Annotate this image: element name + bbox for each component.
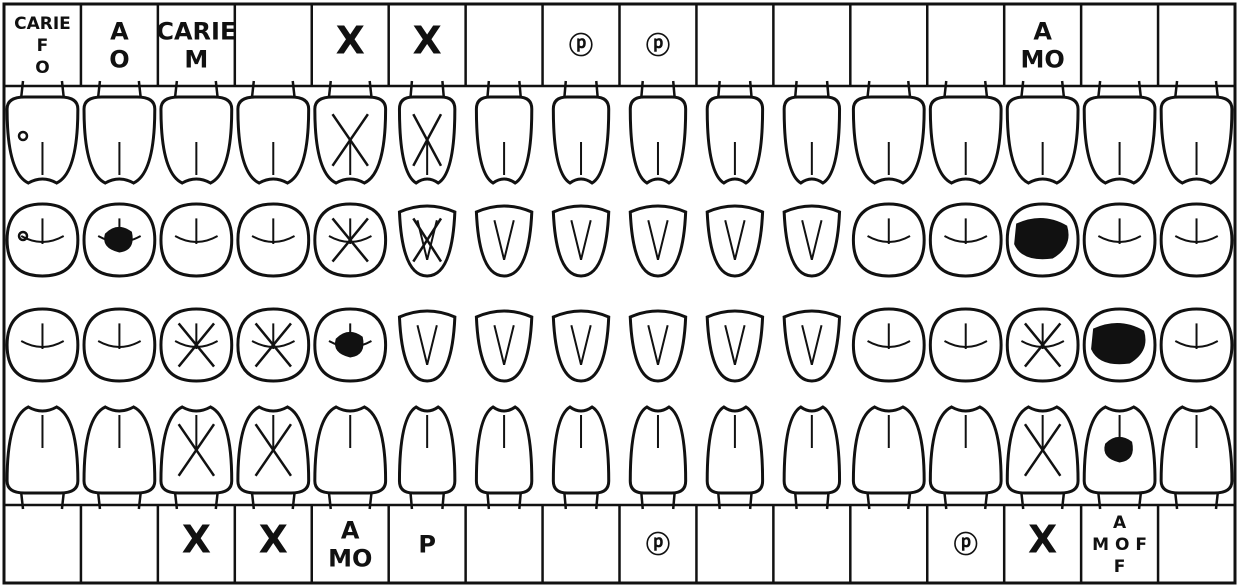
- upper-cell-8-text: ⓟ: [569, 31, 593, 59]
- tooth-r4-c8: [553, 407, 608, 509]
- tooth-r1-c5: [315, 81, 386, 183]
- lower-cell-9-text: ⓟ: [646, 530, 670, 558]
- lower-cell-13-text: ⓟ: [954, 530, 978, 558]
- tooth-r1-c3: [161, 81, 232, 183]
- tooth-r4-c14: [1007, 407, 1078, 509]
- tooth-r3-c13: [930, 309, 1001, 381]
- upper-cell-14-text: A: [1033, 17, 1052, 45]
- lower-cell-3-text: X: [182, 517, 211, 561]
- upper-cell-1-text: F: [37, 36, 49, 56]
- upper-cell-1-text: CARIE: [14, 14, 71, 34]
- lower-cell-4-text: X: [259, 517, 288, 561]
- tooth-r4-c5: [315, 407, 386, 509]
- tooth-r1-c4: [238, 81, 309, 183]
- upper-cell-6-text: X: [413, 18, 442, 62]
- tooth-r2-c14: [1007, 204, 1078, 276]
- tooth-r4-c15: [1084, 407, 1155, 509]
- lower-cell-14-text: X: [1028, 517, 1057, 561]
- tooth-r4-c10: [707, 407, 762, 509]
- lower-cell-6-text: P: [418, 530, 436, 558]
- upper-cell-9-text: ⓟ: [646, 31, 670, 59]
- tooth-r4-c9: [630, 407, 685, 509]
- lower-cell-15-text: A: [1113, 513, 1127, 533]
- upper-cell-5-text: X: [336, 18, 365, 62]
- tooth-r1-c7: [476, 81, 531, 183]
- tooth-r4-c11: [784, 407, 839, 509]
- tooth-r1-c15: [1084, 81, 1155, 183]
- tooth-r1-c13: [930, 81, 1001, 183]
- tooth-r2-c16: [1161, 204, 1232, 276]
- tooth-r4-c7: [476, 407, 531, 509]
- tooth-r1-c14: [1007, 81, 1078, 183]
- tooth-r4-c1: [7, 407, 78, 509]
- tooth-r2-c5: [315, 204, 386, 276]
- tooth-r3-c3: [161, 309, 232, 381]
- upper-cell-2-text: O: [109, 45, 129, 73]
- tooth-r1-c8: [553, 81, 608, 183]
- tooth-r4-c3: [161, 407, 232, 509]
- tooth-r3-c5: [315, 309, 386, 381]
- tooth-r1-c12: [853, 81, 924, 183]
- tooth-r2-c15: [1084, 204, 1155, 276]
- upper-cell-3-text: CARIE: [156, 17, 236, 45]
- upper-cell-14-text: MO: [1021, 45, 1065, 73]
- lower-cell-15-text: M O F: [1092, 535, 1147, 555]
- tooth-r2-c4: [238, 204, 309, 276]
- tooth-r4-c12: [853, 407, 924, 509]
- tooth-r3-c4: [238, 309, 309, 381]
- tooth-r1-c1: [7, 81, 78, 183]
- tooth-r3-c12: [853, 309, 924, 381]
- tooth-r2-c12: [853, 204, 924, 276]
- tooth-r4-c6: [399, 407, 454, 509]
- tooth-r1-c16: [1161, 81, 1232, 183]
- lower-cell-5-text: MO: [328, 544, 372, 572]
- tooth-r3-c16: [1161, 309, 1232, 381]
- lower-cell-15-text: F: [1114, 557, 1126, 577]
- tooth-r2-c13: [930, 204, 1001, 276]
- upper-cell-2-text: A: [110, 17, 129, 45]
- upper-cell-3-text: M: [184, 45, 208, 73]
- tooth-r4-c13: [930, 407, 1001, 509]
- tooth-r1-c2: [84, 81, 155, 183]
- tooth-r1-c6: [399, 81, 454, 183]
- upper-cell-1-text: O: [35, 58, 49, 78]
- tooth-r3-c15: [1084, 309, 1155, 381]
- tooth-r4-c4: [238, 407, 309, 509]
- chart-border: [4, 4, 1235, 583]
- tooth-r3-c1: [7, 309, 78, 381]
- tooth-r2-c3: [161, 204, 232, 276]
- tooth-r4-c2: [84, 407, 155, 509]
- tooth-r3-c14: [1007, 309, 1078, 381]
- lower-cell-5-text: A: [341, 516, 360, 544]
- tooth-r2-c1: [7, 204, 78, 276]
- tooth-r3-c2: [84, 309, 155, 381]
- tooth-r1-c9: [630, 81, 685, 183]
- tooth-r1-c10: [707, 81, 762, 183]
- tooth-r2-c2: [84, 204, 155, 276]
- tooth-r4-c16: [1161, 407, 1232, 509]
- tooth-r1-c11: [784, 81, 839, 183]
